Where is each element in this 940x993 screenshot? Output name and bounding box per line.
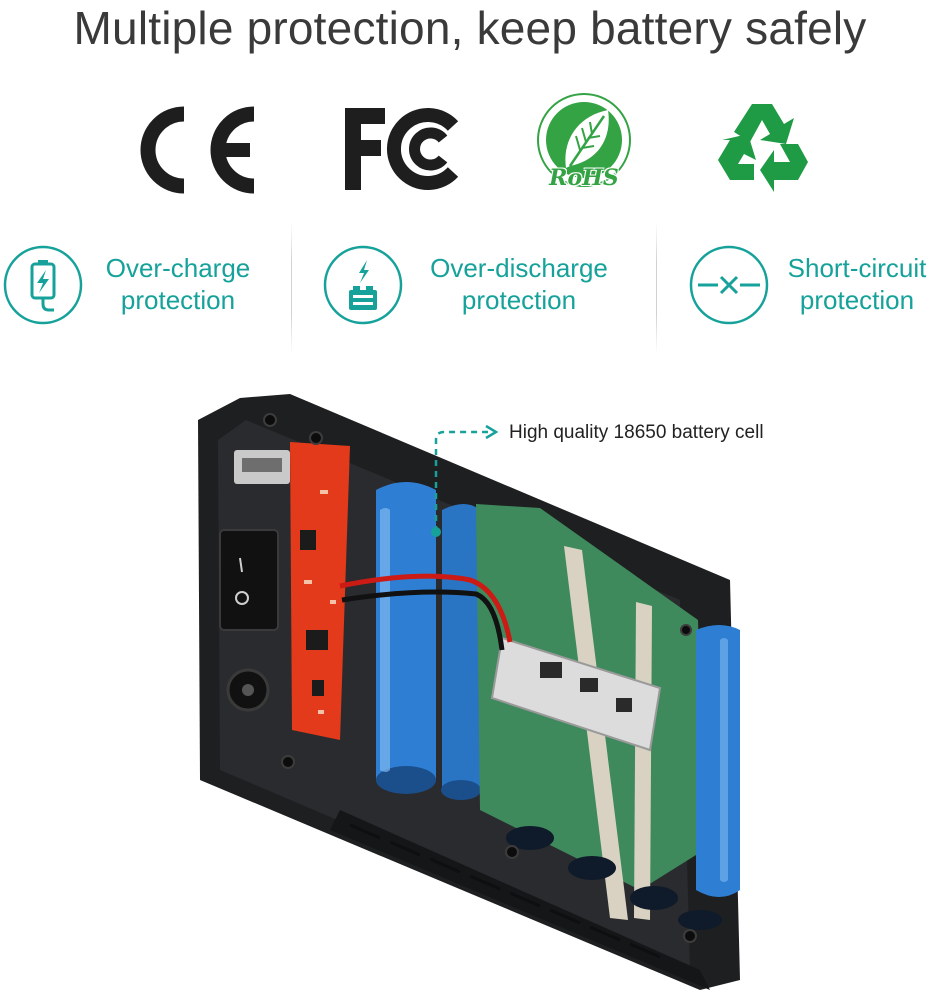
feature-divider — [291, 222, 292, 354]
feature-divider — [656, 222, 657, 354]
recycle-icon — [718, 104, 808, 192]
short-circuit-icon — [689, 245, 769, 325]
feature-label-line2: protection — [799, 285, 915, 315]
battery-pack-illustration — [198, 394, 740, 990]
feature-label: Over-discharge protection — [416, 252, 622, 316]
feature-label-line1: Short-circuit — [787, 253, 927, 283]
page-title: Multiple protection, keep battery safely — [73, 2, 867, 54]
feature-label-line1: Over-charge — [105, 253, 251, 283]
rohs-label: RoHS — [549, 165, 619, 191]
rohs-leaf-icon — [537, 93, 631, 187]
feature-label-line1: Over-discharge — [430, 253, 608, 283]
fc-mark-icon — [345, 108, 459, 190]
callout-pointer-icon — [431, 424, 499, 537]
feature-short-circuit: Short-circuit protection — [688, 244, 940, 330]
feature-label: Over-charge protection — [94, 252, 262, 316]
battery-discharge-icon — [323, 245, 403, 325]
feature-over-charge: Over-charge protection — [2, 244, 272, 330]
feature-label-line2: protection — [461, 285, 577, 315]
rohs-mark: RoHS — [530, 90, 638, 198]
feature-label-line2: protection — [120, 285, 236, 315]
battery-cell-callout: High quality 18650 battery cell — [509, 422, 764, 443]
battery-charge-icon — [3, 245, 83, 325]
feature-label: Short-circuit protection — [774, 252, 940, 316]
ce-mark-icon — [140, 106, 255, 194]
feature-over-discharge: Over-discharge protection — [322, 244, 642, 330]
